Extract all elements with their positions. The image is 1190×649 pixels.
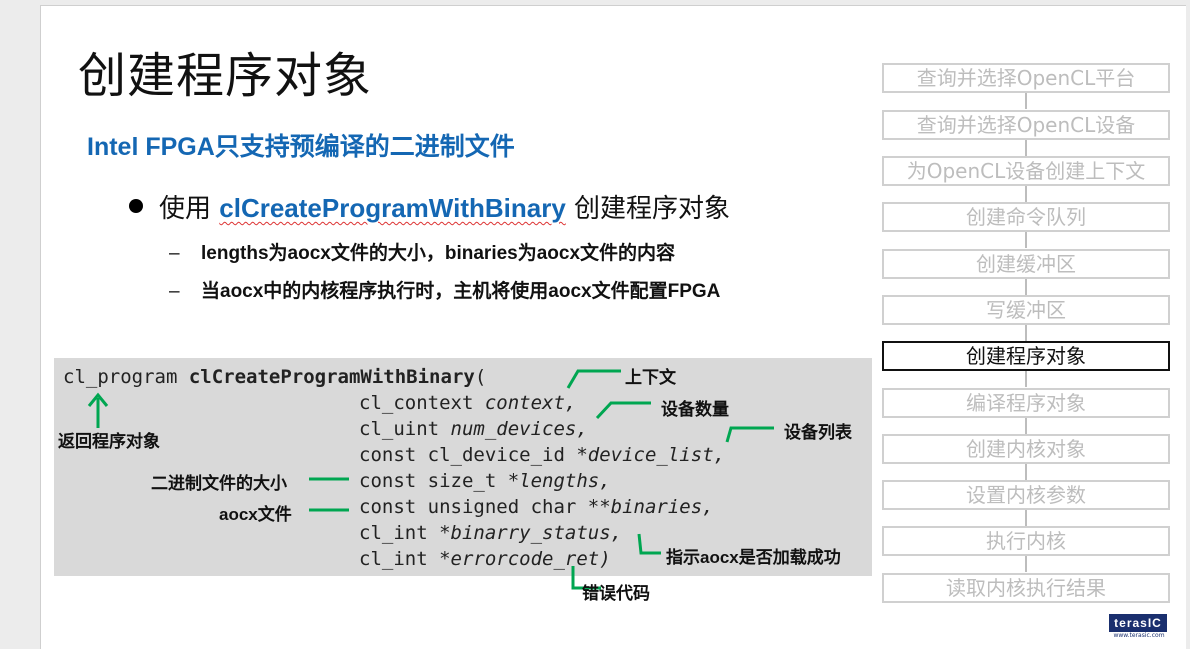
- flow-step-create-buffer: 创建缓冲区: [882, 249, 1170, 279]
- flow-step-write-buffer: 写缓冲区: [882, 295, 1170, 325]
- slide-subtitle: Intel FPGA只支持预编译的二进制文件: [87, 133, 515, 161]
- slide-title: 创建程序对象: [78, 48, 373, 104]
- flow-step-query-platform: 查询并选择OpenCL平台: [882, 63, 1170, 93]
- dash-icon: –: [169, 243, 180, 264]
- subbullet-text: lengths为aocx文件的大小，binaries为aocx文件的内容: [201, 243, 676, 264]
- annotation-device-list: 设备列表: [784, 423, 852, 442]
- code-param-device-list: const cl_device_id *device_list,: [359, 444, 725, 466]
- param-name: *errorcode_ret): [439, 548, 611, 570]
- flow-arrow-icon: [1025, 232, 1027, 248]
- annotation-binaries: aocx文件: [219, 505, 292, 524]
- code-function: clCreateProgramWithBinary: [188, 366, 475, 388]
- slide: 创建程序对象 Intel FPGA只支持预编译的二进制文件 使用 clCreat…: [40, 5, 1186, 649]
- flow-step-execute: 执行内核: [882, 526, 1170, 556]
- param-type: cl_int: [359, 522, 428, 544]
- code-open-paren: (: [474, 366, 487, 388]
- annotation-num-devices: 设备数量: [661, 400, 729, 419]
- param-type: cl_uint: [359, 418, 440, 440]
- param-type: cl_int: [359, 548, 428, 570]
- logo-text: terasIC: [1109, 614, 1167, 632]
- flow-step-build-program: 编译程序对象: [882, 388, 1170, 418]
- annotation-return: 返回程序对象: [58, 432, 160, 451]
- flow-step-create-kernel: 创建内核对象: [882, 434, 1170, 464]
- bullet-suffix: 创建程序对象: [565, 194, 731, 224]
- flow-arrow-icon: [1025, 93, 1027, 109]
- flow-arrow-icon: [1025, 371, 1027, 387]
- code-param-num-devices: cl_uint num_devices,: [359, 418, 588, 440]
- flow-arrow-icon: [1025, 325, 1027, 341]
- subbullet-lengths: –lengths为aocx文件的大小，binaries为aocx文件的内容: [169, 238, 675, 265]
- flow-step-read-results: 读取内核执行结果: [882, 573, 1170, 603]
- main-bullet: 使用 clCreateProgramWithBinary 创建程序对象: [129, 188, 730, 225]
- param-type: const size_t: [359, 470, 497, 492]
- dash-icon: –: [169, 281, 180, 302]
- param-name: **binaries,: [587, 496, 714, 518]
- param-type: const unsigned char: [359, 496, 577, 518]
- subbullet-text: 当aocx中的内核程序执行时，主机将使用aocx文件配置FPGA: [201, 281, 721, 302]
- function-name: clCreateProgramWithBinary: [219, 193, 566, 223]
- param-name: *device_list,: [576, 444, 726, 466]
- annotation-binary-status: 指示aocx是否加载成功: [666, 548, 841, 567]
- code-param-binaries: const unsigned char **binaries,: [359, 496, 714, 518]
- flow-arrow-icon: [1025, 556, 1027, 572]
- flow-step-query-device: 查询并选择OpenCL设备: [882, 110, 1170, 140]
- flow-step-create-context: 为OpenCL设备创建上下文: [882, 156, 1170, 186]
- flow-arrow-icon: [1025, 510, 1027, 526]
- code-param-context: cl_context context,: [359, 392, 576, 414]
- code-block: [54, 358, 872, 576]
- annotation-context: 上下文: [625, 368, 676, 387]
- flow-step-command-queue: 创建命令队列: [882, 202, 1170, 232]
- flow-arrow-icon: [1025, 464, 1027, 480]
- flow-step-set-args: 设置内核参数: [882, 480, 1170, 510]
- code-line-signature: cl_program clCreateProgramWithBinary(: [63, 366, 486, 388]
- code-param-errcode: cl_int *errorcode_ret): [359, 548, 611, 570]
- param-type: const cl_device_id: [359, 444, 565, 466]
- param-name: context,: [484, 392, 577, 414]
- code-param-lengths: const size_t *lengths,: [359, 470, 611, 492]
- flow-arrow-icon: [1025, 186, 1027, 202]
- code-return-type: cl_program: [63, 366, 178, 388]
- logo-url: www.terasic.com: [1113, 632, 1165, 639]
- bullet-dot-icon: [129, 199, 143, 213]
- param-type: cl_context: [359, 392, 474, 414]
- annotation-errcode: 错误代码: [582, 584, 650, 603]
- flow-arrow-icon: [1025, 140, 1027, 156]
- flow-arrow-icon: [1025, 418, 1027, 434]
- param-name: num_devices,: [450, 418, 588, 440]
- flow-step-create-program: 创建程序对象: [882, 341, 1170, 371]
- param-name: *binarry_status,: [439, 522, 623, 544]
- code-param-binary-status: cl_int *binarry_status,: [359, 522, 622, 544]
- param-name: *lengths,: [507, 470, 611, 492]
- flow-arrow-icon: [1025, 279, 1027, 295]
- bullet-prefix: 使用: [159, 194, 220, 224]
- terasic-logo: terasIC www.terasic.com: [1109, 614, 1169, 640]
- subbullet-configure: –当aocx中的内核程序执行时，主机将使用aocx文件配置FPGA: [169, 276, 720, 303]
- annotation-lengths: 二进制文件的大小: [151, 474, 287, 493]
